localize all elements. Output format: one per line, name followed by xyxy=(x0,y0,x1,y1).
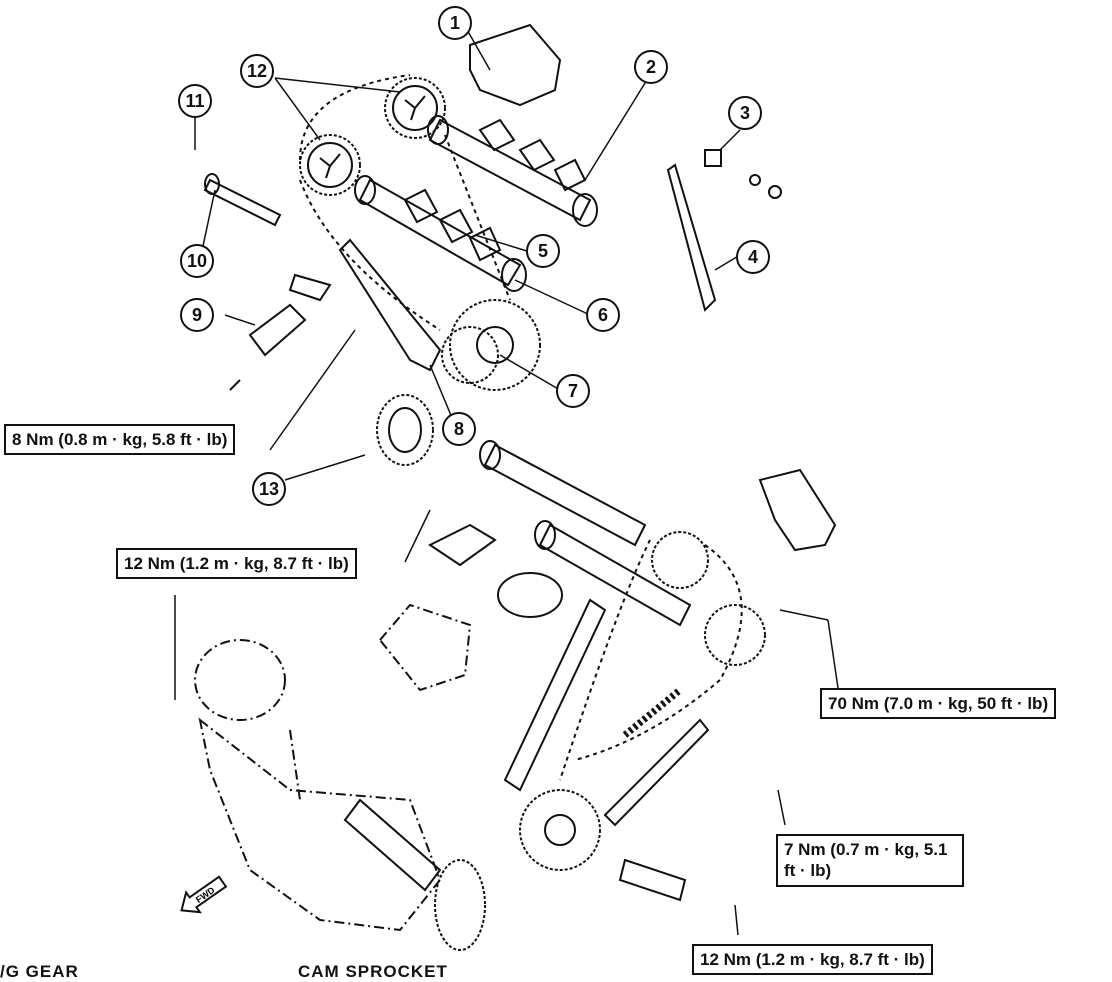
callout-6: 6 xyxy=(586,298,620,332)
chain-guide-8 xyxy=(338,238,442,372)
leader-lines xyxy=(174,27,839,936)
callout-13: 13 xyxy=(252,472,286,506)
callout-12: 12 xyxy=(240,54,274,88)
upper-cam-chain xyxy=(299,74,511,331)
chain-tensioner-guide-4 xyxy=(666,163,717,312)
lower-tensioner xyxy=(428,523,497,567)
callout-2: 2 xyxy=(634,50,668,84)
callout-10: 10 xyxy=(180,244,214,278)
crankshaft-end xyxy=(343,798,442,892)
cam-sprocket-upper-b xyxy=(299,134,361,196)
lower-cam-sprocket-a xyxy=(651,531,709,589)
callout-9: 9 xyxy=(180,298,214,332)
torque-spec-12nm-lower: 12 Nm (1.2 m · kg, 8.7 ft · lb) xyxy=(692,944,933,976)
drive-gear-7 xyxy=(441,299,541,391)
cam-cover-1 xyxy=(469,23,562,107)
upper-camshaft-6 xyxy=(354,175,527,292)
pin-10 xyxy=(203,173,282,227)
lower-cam-cover xyxy=(758,468,837,552)
tensioner-part-3 xyxy=(704,149,722,167)
lower-tensioner-guide xyxy=(603,718,710,827)
crankshaft xyxy=(194,603,472,932)
callout-8: 8 xyxy=(442,412,476,446)
lower-cam-chain xyxy=(559,539,743,781)
callout-7: 7 xyxy=(556,374,590,408)
callout-4: 4 xyxy=(736,240,770,274)
footer-label-right: CAM SPROCKET xyxy=(298,962,448,981)
callout-11: 11 xyxy=(178,84,212,118)
footer-label-left: /G GEAR xyxy=(0,962,79,981)
cam-sprocket-upper-a xyxy=(384,77,446,139)
callout-1: 1 xyxy=(438,6,472,40)
fwd-arrow-icon: FWD xyxy=(180,875,228,914)
torque-spec-8nm: 8 Nm (0.8 m · kg, 5.8 ft · lb) xyxy=(4,424,236,456)
lower-camshaft-a xyxy=(479,440,647,547)
torque-spec-7nm: 7 Nm (0.7 m · kg, 5.1 ft · lb) xyxy=(776,834,964,887)
lower-cam-sprocket-b xyxy=(704,604,766,666)
lower-camshaft-b xyxy=(534,520,692,627)
callout-3: 3 xyxy=(728,96,762,130)
gasket xyxy=(497,572,563,618)
upper-camshaft-2 xyxy=(427,115,598,227)
callout-5: 5 xyxy=(526,234,560,268)
crank-sprocket xyxy=(434,859,486,951)
tensioner-9 xyxy=(229,273,332,391)
sprocket-13 xyxy=(376,394,434,466)
lower-chain-guide xyxy=(503,598,607,792)
torque-spec-12nm-upper: 12 Nm (1.2 m · kg, 8.7 ft · lb) xyxy=(116,548,357,580)
torque-spec-70nm: 70 Nm (7.0 m · kg, 50 ft · lb) xyxy=(820,688,1057,720)
crank-drive-gear xyxy=(519,789,601,871)
lower-pin xyxy=(618,858,687,902)
